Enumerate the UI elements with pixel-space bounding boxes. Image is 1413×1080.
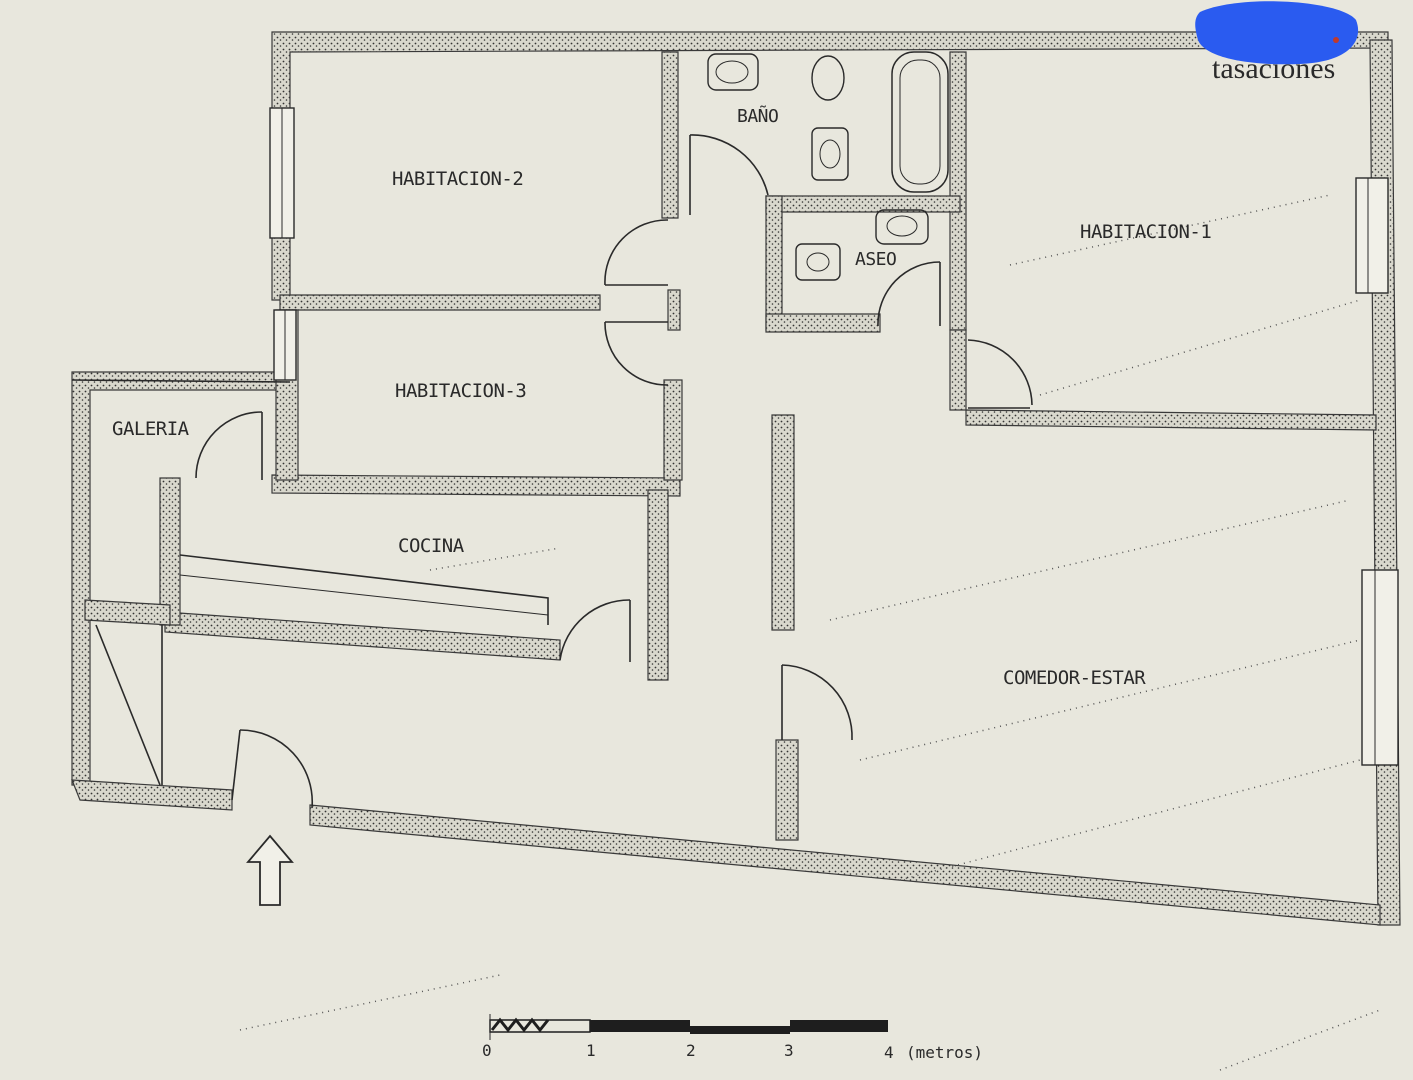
scale-tick-4: 4 — [884, 1043, 894, 1062]
label-comedor-estar: COMEDOR-ESTAR — [1003, 667, 1146, 689]
scale-tick-0: 0 — [482, 1041, 492, 1060]
floor-hatching — [239, 194, 1381, 1071]
label-aseo: ASEO — [855, 249, 896, 270]
scale-unit: (metros) — [906, 1043, 983, 1062]
kitchen-counter — [179, 554, 549, 625]
scale-tick-2: 2 — [686, 1041, 696, 1060]
label-cocina: COCINA — [398, 535, 465, 557]
label-bano: BAÑO — [737, 105, 778, 127]
label-habitacion-2: HABITACION-2 — [392, 168, 523, 190]
entrance-arrow-icon — [246, 834, 294, 906]
scale-bar: 0 1 2 3 4 (metros) — [482, 1014, 983, 1062]
doors — [95, 134, 1033, 809]
label-habitacion-1: HABITACION-1 — [1080, 221, 1211, 243]
scale-tick-3: 3 — [784, 1041, 794, 1060]
room-labels: HABITACION-2 HABITACION-3 HABITACION-1 B… — [112, 105, 1212, 689]
logo-blue-blob — [1195, 1, 1359, 65]
scale-tick-1: 1 — [586, 1041, 596, 1060]
label-habitacion-3: HABITACION-3 — [395, 380, 526, 402]
windows — [71, 107, 1399, 766]
label-galeria: GALERIA — [112, 418, 190, 440]
bathroom-fixtures — [707, 51, 949, 281]
